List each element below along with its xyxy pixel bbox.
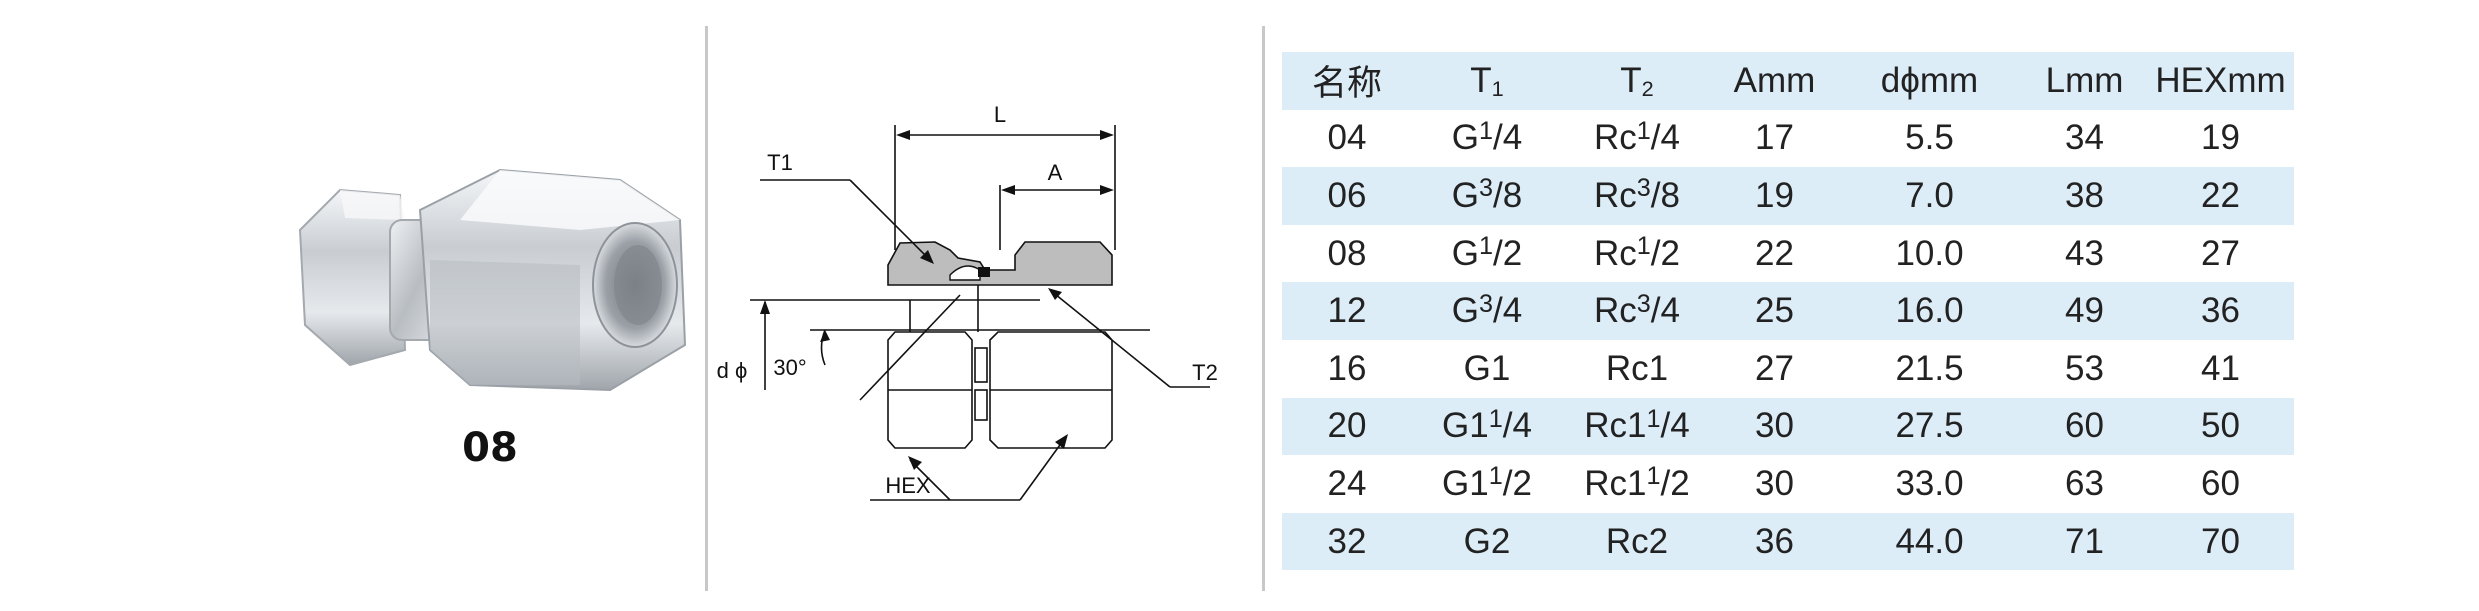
part-number-label: 08 (462, 425, 518, 471)
table-row: 04 G1/4 Rc1/4 17 5.5 34 19 (1282, 110, 2294, 168)
leader-line (849, 179, 933, 263)
table-header-cell: Amm (1712, 52, 1837, 110)
table-cell: 36 (1712, 512, 1837, 571)
table-cell: 38 (2022, 167, 2147, 225)
table-cell: Rc11/4 (1562, 397, 1712, 456)
table-cell: 27 (1755, 348, 1794, 388)
label-hex: HEX (885, 473, 931, 498)
table-cell: 27.5 (1837, 397, 2022, 456)
table-cell: 60 (2201, 463, 2240, 503)
label-angle: 30° (773, 355, 806, 380)
table-cell: 20 (1282, 397, 1412, 456)
table-cell: G11/2 (1442, 462, 1532, 503)
table-cell: 41 (2201, 348, 2240, 388)
table-cell: G2 (1412, 512, 1562, 571)
table-cell: Rc11/2 (1584, 462, 1690, 503)
table-cell: 53 (2065, 348, 2104, 388)
table-cell: 19 (2201, 118, 2240, 158)
label-A: A (1048, 160, 1063, 185)
hex-swivel-fitting-photo-icon (298, 168, 687, 392)
table-cell: 27 (2201, 233, 2240, 273)
table-cell: 25 (1712, 282, 1837, 340)
table-cell: 49 (2022, 282, 2147, 340)
table-cell: 70 (2147, 512, 2294, 571)
table-cell: 19 (1712, 167, 1837, 225)
table-cell: G3/4 (1412, 282, 1562, 340)
label-T1: T1 (767, 150, 793, 175)
table-cell: 12 (1282, 282, 1412, 340)
table-cell: 24 (1327, 463, 1367, 503)
table-cell: G1/2 (1451, 232, 1523, 273)
body-section (887, 241, 1113, 286)
table-cell: Rc1 (1605, 348, 1669, 388)
table-cell: 44.0 (1837, 512, 2022, 571)
table-row: 24 G11/2 Rc11/2 30 33.0 63 60 (1282, 455, 2294, 513)
leader-line (1049, 289, 1171, 388)
table-cell: Rc3/4 (1562, 282, 1712, 340)
table-cell: 33.0 (1895, 463, 1964, 503)
table-cell: 32 (1282, 512, 1412, 571)
table-cell: G1/4 (1451, 116, 1523, 158)
fitting-cross-section-drawing-icon: L A T1 T2 d ϕ 30° HEX (717, 102, 1218, 501)
panel-divider (1262, 26, 1265, 591)
table-header-cell: T2 (1562, 52, 1712, 110)
table-cell: 34 (2065, 118, 2104, 158)
table-cell: 08 (1327, 233, 1367, 273)
table-cell: 22 (2147, 167, 2294, 225)
table-cell: 21.5 (1895, 348, 1964, 388)
table-cell: 17 (1755, 118, 1794, 158)
table-cell: Rc1/2 (1594, 232, 1680, 273)
table-cell: G11/4 (1412, 397, 1562, 456)
table-cell: 30 (1712, 397, 1837, 456)
hex-outline-right (989, 331, 1113, 449)
table-cell: 71 (2022, 512, 2147, 571)
table-cell: 30 (1755, 463, 1794, 503)
table-header-cell: HEXmm (2147, 52, 2294, 110)
table-cell: Rc1/4 (1594, 116, 1680, 158)
leader-line (859, 294, 961, 401)
leader-line (1019, 437, 1066, 501)
table-row: 16 G1 Rc1 27 21.5 53 41 (1282, 340, 2294, 398)
table-cell: 5.5 (1905, 118, 1954, 158)
table-cell: 7.0 (1837, 167, 2022, 225)
product-photo-panel: 08 (0, 0, 700, 611)
table-header-cell: dϕmm (1837, 52, 2022, 110)
table-cell: 63 (2065, 463, 2104, 503)
table-cell: 22 (1755, 233, 1794, 273)
table-header-cell: T1 (1412, 52, 1562, 110)
label-T2: T2 (1192, 360, 1218, 385)
panel-divider (705, 26, 708, 591)
label-L: L (994, 102, 1006, 127)
table-cell: 16.0 (1837, 282, 2022, 340)
table-header-cell: 名称 (1282, 52, 1412, 110)
table-cell: 60 (2022, 397, 2147, 456)
table-cell: G1 (1463, 348, 1511, 388)
table-cell: 06 (1282, 167, 1412, 225)
table-header-cell: Lmm (2022, 52, 2147, 110)
table-row: 08 G1/2 Rc1/2 22 10.0 43 27 (1282, 225, 2294, 283)
table-cell: 10.0 (1895, 233, 1964, 273)
table-cell: Rc3/8 (1562, 167, 1712, 225)
label-dphi: d ϕ (717, 358, 748, 383)
table-cell: G3/8 (1412, 167, 1562, 225)
hex-outline-left (887, 331, 973, 449)
table-cell: 43 (2065, 233, 2104, 273)
table-cell: 16 (1327, 348, 1367, 388)
table-cell: Rc2 (1562, 512, 1712, 571)
table-cell: 36 (2147, 282, 2294, 340)
table-cell: 04 (1327, 118, 1367, 158)
table-cell: 50 (2147, 397, 2294, 456)
